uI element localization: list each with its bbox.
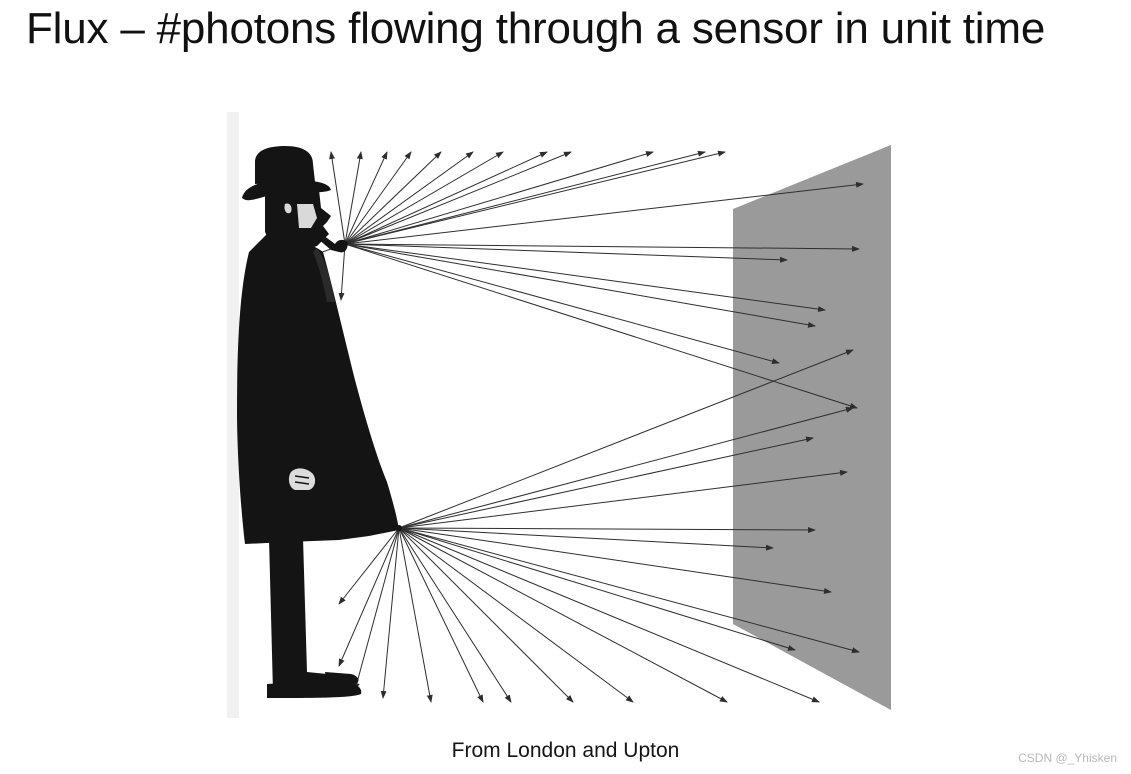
lower-light-ray (398, 527, 860, 654)
figure-caption: From London and Upton (451, 739, 680, 762)
hand-fingers (294, 475, 310, 485)
upper-light-ray (344, 150, 706, 245)
lower-light-ray (338, 527, 400, 667)
lower-light-ray (398, 349, 854, 529)
upper-light-ray (344, 243, 826, 313)
upper-light-ray (344, 150, 726, 245)
face-highlight (297, 204, 317, 228)
upper-light-ray (344, 243, 860, 252)
lower-light-ray (398, 527, 796, 651)
light-rays (310, 150, 864, 703)
figure-left-edge (227, 112, 239, 718)
upper-light-ray (344, 151, 388, 245)
upper-light-ray (344, 151, 363, 245)
shoes (267, 680, 362, 698)
upper-light-ray (344, 151, 548, 245)
lower-light-ray (398, 527, 512, 703)
head (265, 190, 331, 252)
lower-light-ray (338, 527, 400, 605)
lower-light-ray (398, 527, 832, 594)
lower-light-ray (353, 527, 400, 691)
lower-light-ray (398, 527, 820, 703)
front-shoe (325, 672, 359, 684)
flux-illustration-svg (227, 112, 893, 718)
light-source-upper (342, 241, 348, 247)
lower-light-ray (380, 527, 400, 699)
upper-light-ray (344, 243, 788, 263)
man-silhouette (237, 146, 399, 698)
lower-light-ray (398, 527, 574, 703)
lower-light-ray (398, 527, 433, 703)
slide-title: Flux – #photons flowing through a sensor… (26, 4, 1046, 53)
upper-light-ray (329, 151, 346, 245)
sensor-plane (733, 145, 891, 710)
lower-light-ray (398, 527, 484, 703)
lower-light-ray (398, 526, 816, 533)
upper-light-ray (344, 151, 654, 245)
coat-collar (313, 248, 335, 302)
light-source-lower (396, 525, 402, 531)
watermark: CSDN @_Yhisken (1018, 751, 1117, 765)
bowler-hat (255, 146, 315, 184)
upper-light-ray (344, 243, 816, 328)
lower-light-ray (398, 436, 814, 529)
ear (284, 203, 292, 214)
upper-light-ray (344, 243, 858, 409)
upper-light-ray (338, 243, 346, 301)
flux-illustration (227, 112, 893, 718)
upper-light-ray (344, 243, 780, 365)
lower-light-ray (398, 527, 634, 703)
upper-light-ray (344, 151, 442, 245)
overcoat (237, 234, 399, 544)
upper-light-ray (344, 151, 572, 245)
lower-light-ray (398, 406, 854, 529)
pipe (317, 232, 348, 253)
lower-light-ray (398, 527, 774, 551)
upper-light-ray (344, 151, 474, 245)
lower-light-ray (398, 527, 728, 703)
legs (269, 538, 331, 692)
upper-light-ray (344, 151, 412, 245)
lower-light-ray (398, 469, 848, 529)
upper-light-ray (344, 151, 504, 245)
upper-light-ray (344, 181, 864, 245)
